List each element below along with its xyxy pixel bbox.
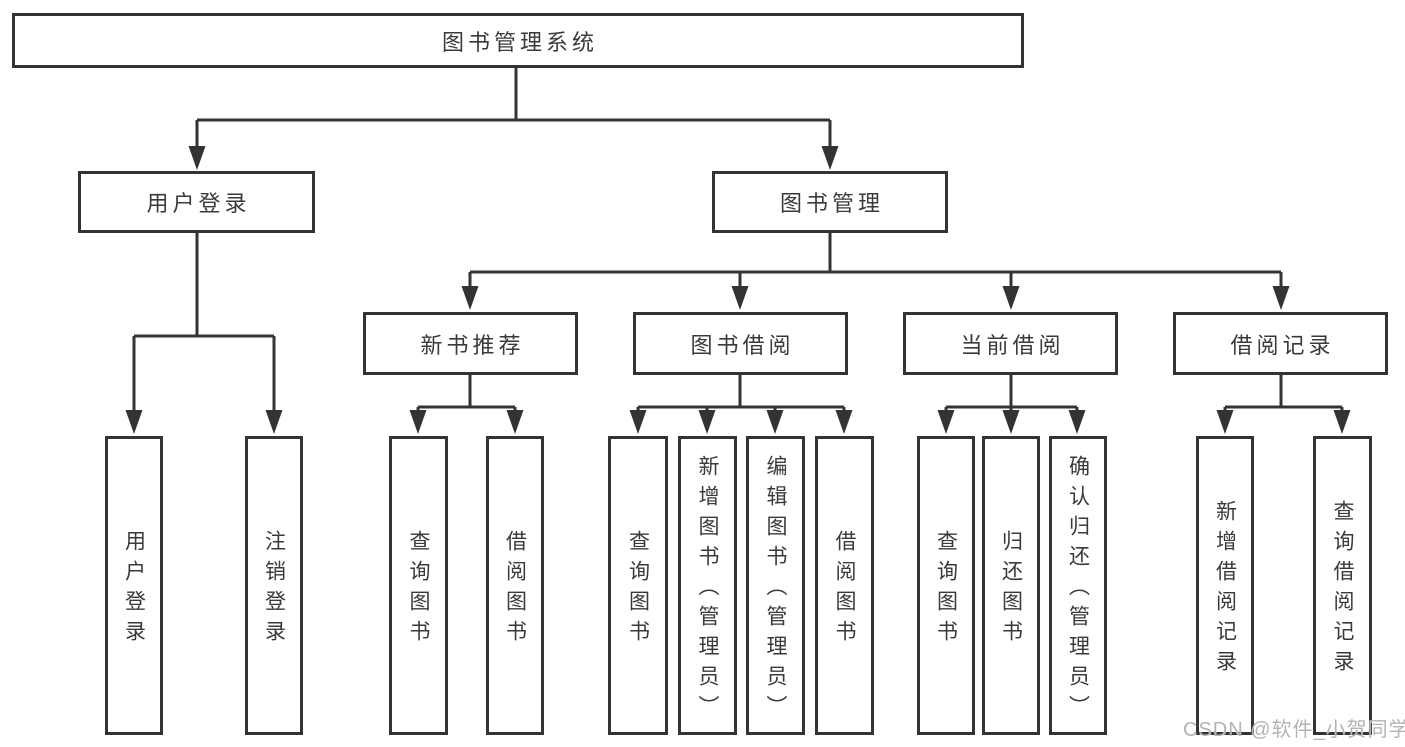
node-label: 确认归还（管理员）: [1066, 455, 1090, 725]
node-label: 归还图书: [999, 530, 1023, 650]
leaf-query-books: 查询图书: [917, 436, 975, 735]
node-label: 借阅记录: [1230, 332, 1335, 358]
leaf-user-login: 用户登录: [105, 436, 163, 735]
leaf-logout: 注销登录: [245, 436, 303, 735]
leaf-add-books-admin: 新增图书（管理员）: [678, 436, 737, 735]
node-label: 图书管理: [779, 191, 884, 216]
node-label: 查询图书: [934, 530, 958, 650]
leaf-add-borrow-record: 新增借阅记录: [1196, 436, 1254, 735]
leaf-edit-books-admin: 编辑图书（管理员）: [746, 436, 805, 735]
node-current-borrowing: 当前借阅: [903, 312, 1118, 375]
node-label: 新增图书（管理员）: [696, 455, 719, 725]
node-user-login: 用户登录: [78, 171, 315, 233]
leaf-confirm-return-admin: 确认归还（管理员）: [1049, 436, 1107, 735]
node-label: 查询图书: [407, 530, 430, 650]
node-label: 查询借阅记录: [1331, 500, 1354, 680]
node-label: 当前借阅: [960, 332, 1065, 358]
node-root-system: 图书管理系统: [12, 13, 1024, 68]
node-label: 借阅图书: [833, 530, 856, 650]
node-label: 图书借阅: [690, 332, 795, 358]
node-book-borrowing: 图书借阅: [633, 312, 848, 375]
node-label: 编辑图书（管理员）: [764, 455, 787, 725]
leaf-return-books: 归还图书: [982, 436, 1040, 735]
csdn-watermark: CSDN @软件_小贺同学: [1183, 719, 1405, 741]
leaf-query-borrow-record: 查询借阅记录: [1313, 436, 1372, 735]
node-new-book-recommend: 新书推荐: [363, 312, 578, 375]
leaf-borrow-books: 借阅图书: [815, 436, 874, 735]
leaf-query-books: 查询图书: [608, 436, 668, 735]
node-label: 查询图书: [626, 530, 650, 650]
node-label: 新增借阅记录: [1213, 500, 1237, 680]
node-label: 用户登录: [122, 530, 146, 650]
node-label: 注销登录: [262, 530, 286, 650]
node-label: 图书管理系统: [441, 29, 598, 55]
node-book-management: 图书管理: [712, 171, 948, 233]
leaf-query-books: 查询图书: [389, 436, 448, 735]
node-label: 新书推荐: [420, 332, 525, 358]
arrowheads: [125, 146, 1351, 434]
node-borrowing-records: 借阅记录: [1173, 312, 1388, 375]
leaf-borrow-books: 借阅图书: [486, 436, 544, 735]
node-label: 借阅图书: [503, 530, 527, 650]
node-label: 用户登录: [146, 191, 251, 216]
